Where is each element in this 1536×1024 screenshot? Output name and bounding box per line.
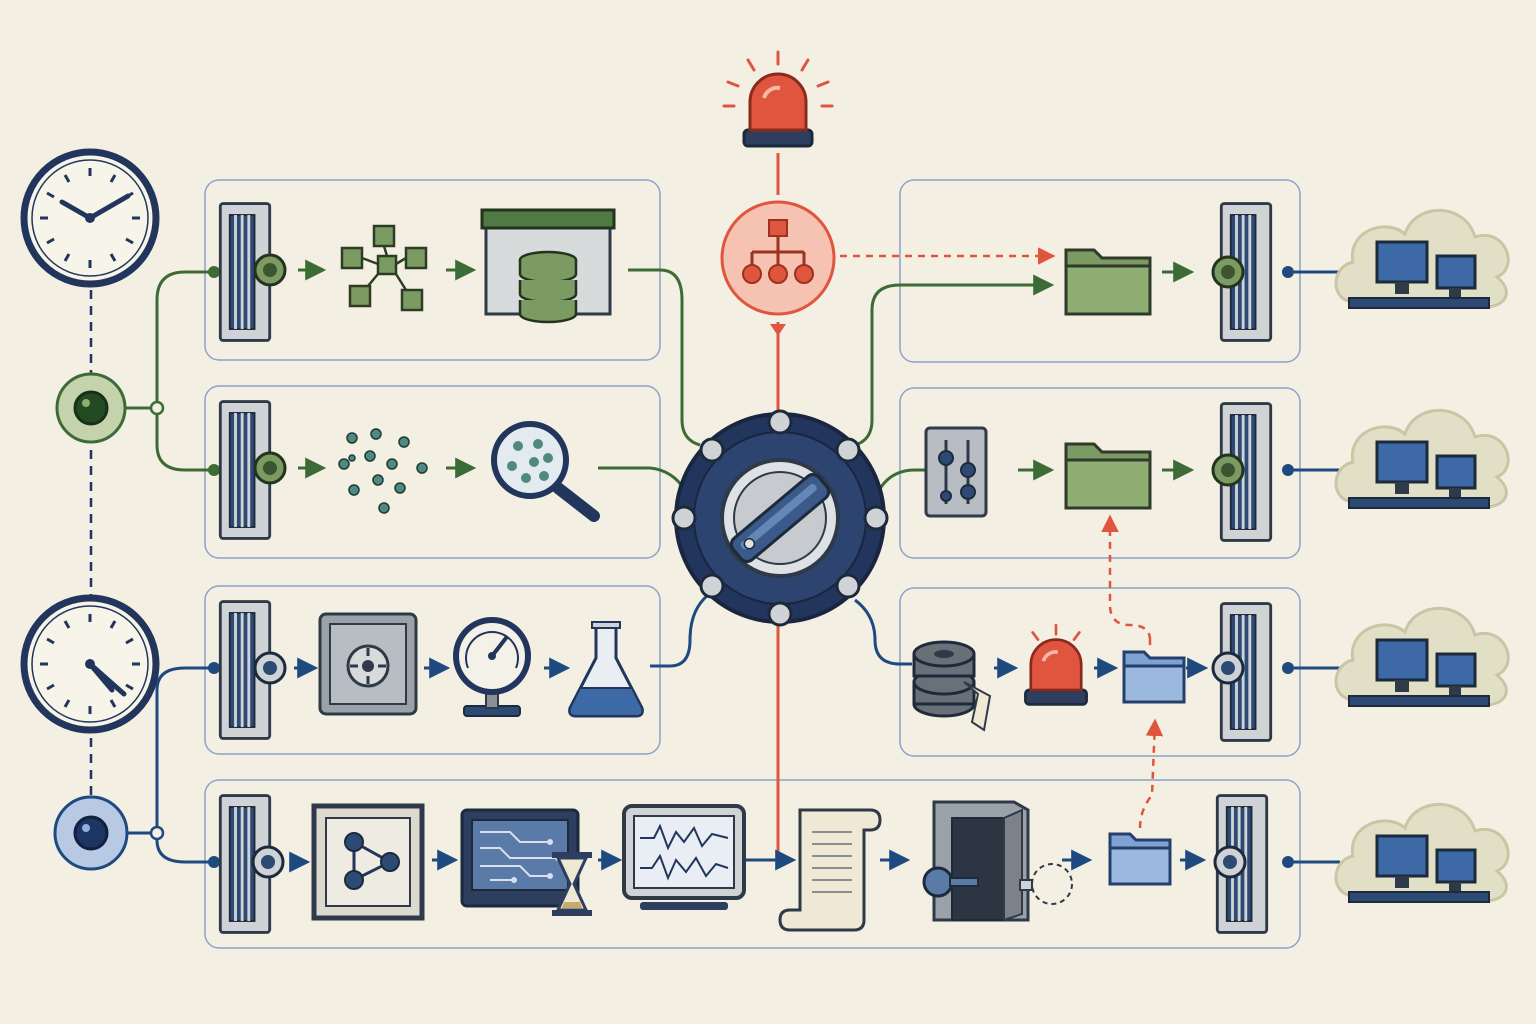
feedback-dashed-line-2	[1138, 718, 1164, 829]
gate-lock-knob-icon[interactable]	[253, 651, 287, 685]
slider-panel-icon	[924, 426, 988, 518]
lane-panel-4	[204, 779, 1301, 949]
gate-lock-knob-icon[interactable]	[1211, 453, 1245, 487]
pressure-gauge-icon	[453, 617, 531, 717]
hub-inflow-green-1	[628, 268, 701, 447]
green-node-button-icon[interactable]	[55, 372, 127, 444]
branch-dot	[1282, 856, 1294, 868]
lane-panel-2	[204, 385, 661, 559]
hub-inflow-blue-1	[650, 593, 709, 668]
branch-dot	[149, 400, 165, 416]
branch-dot	[208, 464, 220, 476]
gate-lock-knob-icon[interactable]	[1211, 651, 1245, 685]
hub-inflow-green-2	[598, 466, 687, 491]
branch-dot	[208, 662, 220, 674]
cube-cluster-icon	[340, 224, 428, 312]
safe-vault-icon	[318, 612, 418, 716]
cloud-computers-icon	[1334, 802, 1510, 904]
cloud-computers-icon	[1334, 606, 1510, 708]
hierarchy-node-icon[interactable]	[720, 200, 836, 316]
alarm-light-icon	[1023, 623, 1089, 707]
cloud-computers-icon	[1334, 408, 1510, 510]
branch-dot	[208, 856, 220, 868]
magnifier-icon	[491, 421, 600, 522]
circuit-board-icon	[460, 808, 580, 908]
control-arrowhead	[770, 324, 786, 336]
gate-lock-knob-icon[interactable]	[251, 845, 285, 879]
green-branch-connector	[125, 270, 212, 472]
alarm-light-icon	[722, 50, 834, 148]
branch-dot	[1282, 662, 1294, 674]
scatter-dots-icon	[338, 428, 428, 514]
cloud-computers-icon	[1334, 208, 1510, 310]
flask-icon	[568, 621, 644, 718]
branch-dot	[149, 825, 165, 841]
folder-icon	[1064, 442, 1152, 510]
scroll-icon	[778, 808, 882, 932]
gate-lock-knob-icon[interactable]	[253, 253, 287, 287]
lane-panel-7	[899, 587, 1301, 757]
open-door-key-icon	[922, 800, 1073, 922]
gate-lock-knob-icon[interactable]	[1211, 255, 1245, 289]
graph-frame-icon	[311, 803, 425, 921]
blue-node-button-icon[interactable]	[53, 795, 129, 871]
folder-icon	[1122, 650, 1186, 704]
waveform-monitor-icon	[622, 804, 746, 910]
folder-icon	[1108, 832, 1172, 886]
folder-icon	[1064, 248, 1152, 316]
gate-lock-knob-icon[interactable]	[253, 451, 287, 485]
database-server-icon	[480, 208, 616, 324]
tape-reel-icon	[912, 640, 992, 732]
feedback-dashed-line-1b	[1101, 514, 1152, 641]
hub-outflow-green-1	[854, 274, 1055, 447]
hourglass-icon	[552, 852, 592, 916]
hub-outflow-blue-1	[854, 598, 912, 666]
valve-hub-icon[interactable]	[671, 409, 889, 627]
branch-dot	[208, 266, 220, 278]
branch-dot	[1282, 266, 1294, 278]
lane-panel-3	[204, 585, 661, 755]
hub-outflow-green-2	[876, 468, 925, 493]
branch-dot	[1282, 464, 1294, 476]
clock-icon	[20, 148, 160, 288]
clock-icon	[20, 594, 160, 734]
gate-lock-knob-icon[interactable]	[1213, 845, 1247, 879]
